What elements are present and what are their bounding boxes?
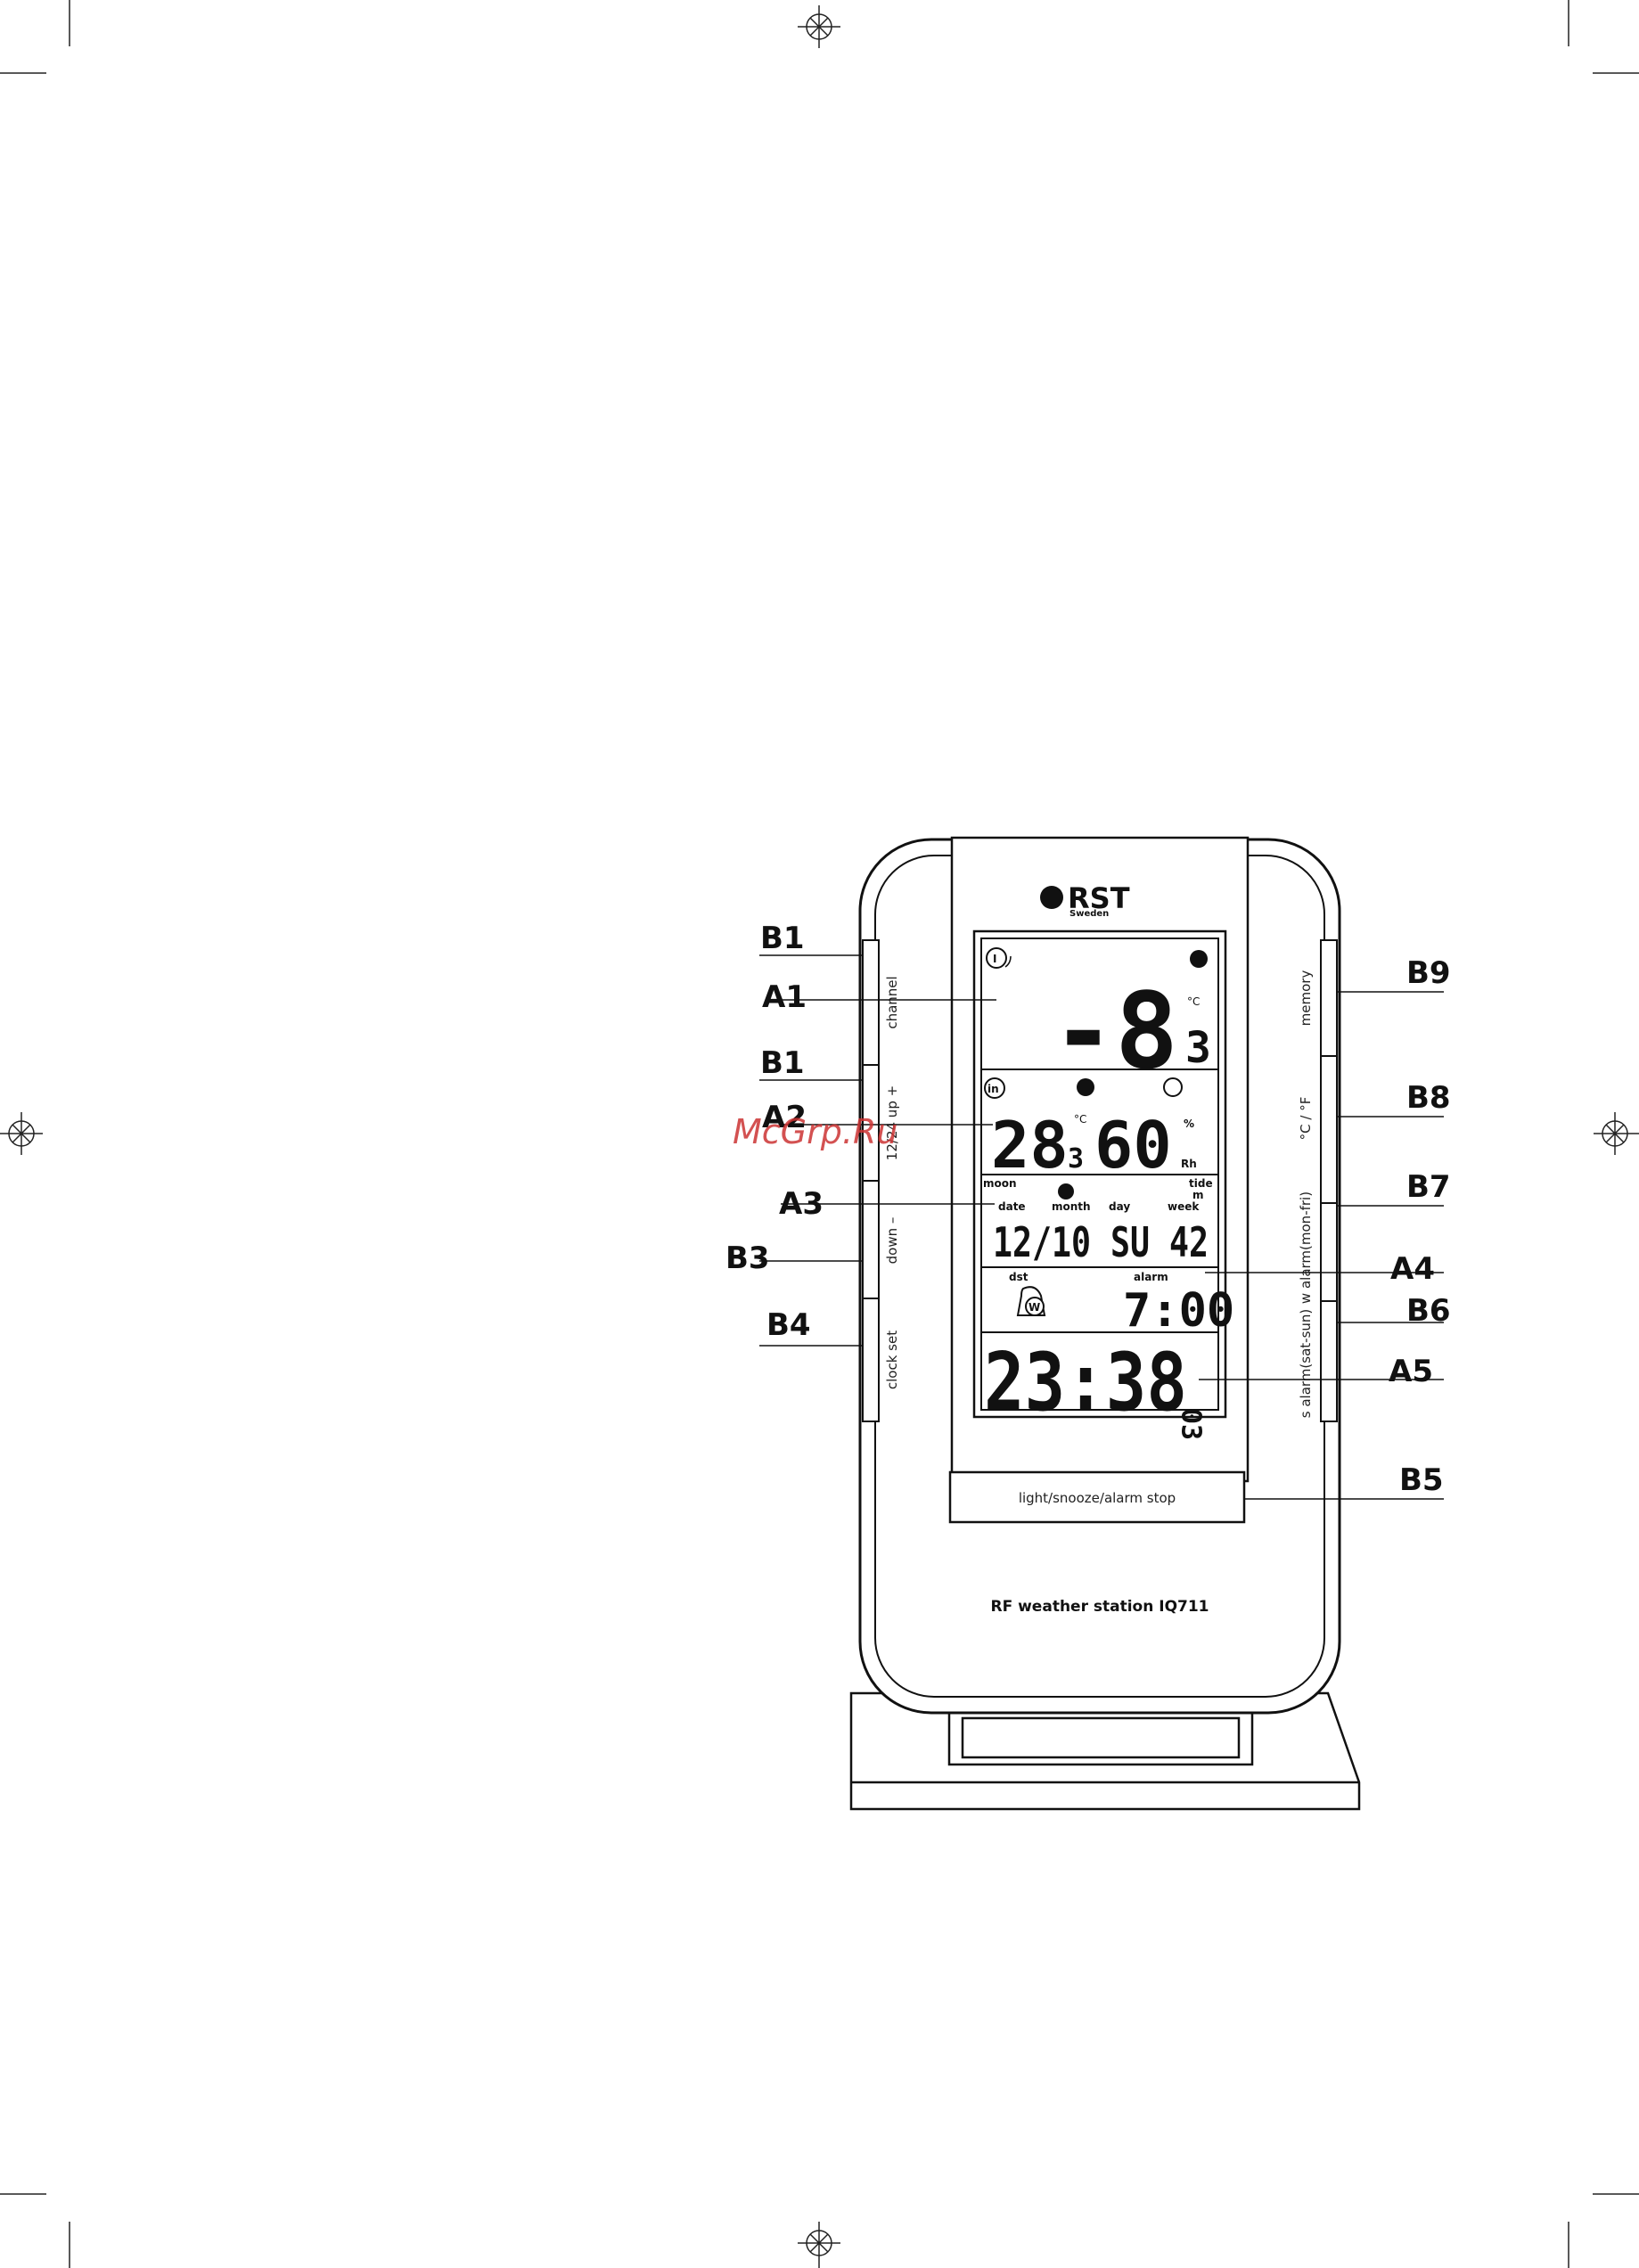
down-button-label: down – xyxy=(884,1217,900,1265)
weekday-alarm-label: w alarm(mon-fri) xyxy=(1298,1191,1314,1304)
left-side-buttons xyxy=(863,940,879,1421)
indoor-unit: °C xyxy=(1074,1113,1086,1126)
tide-unit: m xyxy=(1192,1189,1204,1201)
callout-b9: B9 xyxy=(1406,955,1451,991)
indoor-humidity: 60 xyxy=(1094,1108,1172,1183)
humidity-rh: Rh xyxy=(1181,1158,1197,1170)
clock-section: 23:38 03 xyxy=(984,1336,1207,1440)
unit-button-label: °C / °F xyxy=(1298,1097,1314,1141)
lcd-screen: I -8 3 °C in 28 3 °C 60 % Rh moon tide xyxy=(974,931,1234,1440)
callout-a4: A4 xyxy=(1390,1251,1435,1287)
registration-mark-left xyxy=(0,1112,43,1155)
weekday-alarm-indicator: W xyxy=(1028,1301,1040,1314)
outdoor-temp-decimal: 3 xyxy=(1185,1023,1211,1073)
date-label: date xyxy=(998,1200,1026,1213)
outdoor-unit: °C xyxy=(1187,995,1200,1008)
down-button[interactable] xyxy=(863,1181,879,1298)
callout-b1-channel: B1 xyxy=(760,921,805,956)
alarm-label: alarm xyxy=(1134,1271,1168,1283)
registration-mark-right xyxy=(1594,1112,1639,1155)
indoor-temp-trend-icon xyxy=(1077,1078,1094,1096)
dst-label: dst xyxy=(1009,1271,1028,1283)
month-label: month xyxy=(1052,1200,1091,1213)
memory-button[interactable] xyxy=(1321,940,1337,1056)
registration-mark-bottom xyxy=(798,2222,840,2268)
callout-a5: A5 xyxy=(1389,1354,1433,1389)
moon-label: moon xyxy=(983,1177,1017,1190)
moon-phase-icon xyxy=(1058,1183,1074,1200)
callout-b4: B4 xyxy=(766,1307,811,1343)
tide-label: tide xyxy=(1189,1177,1213,1190)
light-snooze-label: light/snooze/alarm stop xyxy=(1019,1490,1176,1506)
outdoor-temp: -8 xyxy=(1052,970,1178,1093)
week-label: week xyxy=(1168,1200,1200,1213)
weekend-alarm-label: s alarm(sat-sun) xyxy=(1298,1309,1314,1418)
callout-b6: B6 xyxy=(1406,1293,1451,1329)
channel-button[interactable] xyxy=(863,940,879,1065)
clock-seconds: 03 xyxy=(1176,1408,1207,1440)
clock-time: 23:38 xyxy=(984,1336,1187,1429)
indoor-temp-decimal: 3 xyxy=(1068,1143,1084,1175)
clock-set-button-label: clock set xyxy=(884,1331,900,1389)
registration-mark-top xyxy=(798,5,840,48)
channel-indicator: I xyxy=(993,953,996,965)
light-snooze-button[interactable]: light/snooze/alarm stop xyxy=(950,1472,1244,1522)
calendar-value: 12/10 SU 42 xyxy=(993,1218,1209,1266)
callout-b1-up: B1 xyxy=(760,1045,805,1081)
weekend-alarm-button[interactable] xyxy=(1321,1301,1337,1421)
brand-sub: Sweden xyxy=(1069,909,1109,919)
right-side-buttons xyxy=(1321,940,1337,1421)
device-name: RF weather station IQ711 xyxy=(990,1598,1209,1616)
callout-b5: B5 xyxy=(1399,1462,1444,1498)
day-label: day xyxy=(1109,1200,1130,1213)
callout-b7: B7 xyxy=(1406,1169,1451,1205)
callout-b8: B8 xyxy=(1406,1080,1451,1116)
callout-a3: A3 xyxy=(779,1186,824,1222)
humidity-unit: % xyxy=(1184,1118,1194,1130)
memory-button-label: memory xyxy=(1298,970,1314,1027)
trend-down-icon xyxy=(1190,950,1208,968)
clock-set-button[interactable] xyxy=(863,1298,879,1421)
alarm-time: 7:00 xyxy=(1123,1284,1234,1338)
weekday-alarm-button[interactable] xyxy=(1321,1203,1337,1301)
channel-button-label: channel xyxy=(884,976,900,1028)
callout-b3: B3 xyxy=(725,1240,770,1276)
unit-button[interactable] xyxy=(1321,1056,1337,1203)
indoor-temp: 28 xyxy=(991,1108,1069,1183)
callout-a1: A1 xyxy=(762,979,807,1015)
indoor-label: in xyxy=(987,1083,999,1095)
watermark: McGrp.Ru xyxy=(733,1112,897,1151)
